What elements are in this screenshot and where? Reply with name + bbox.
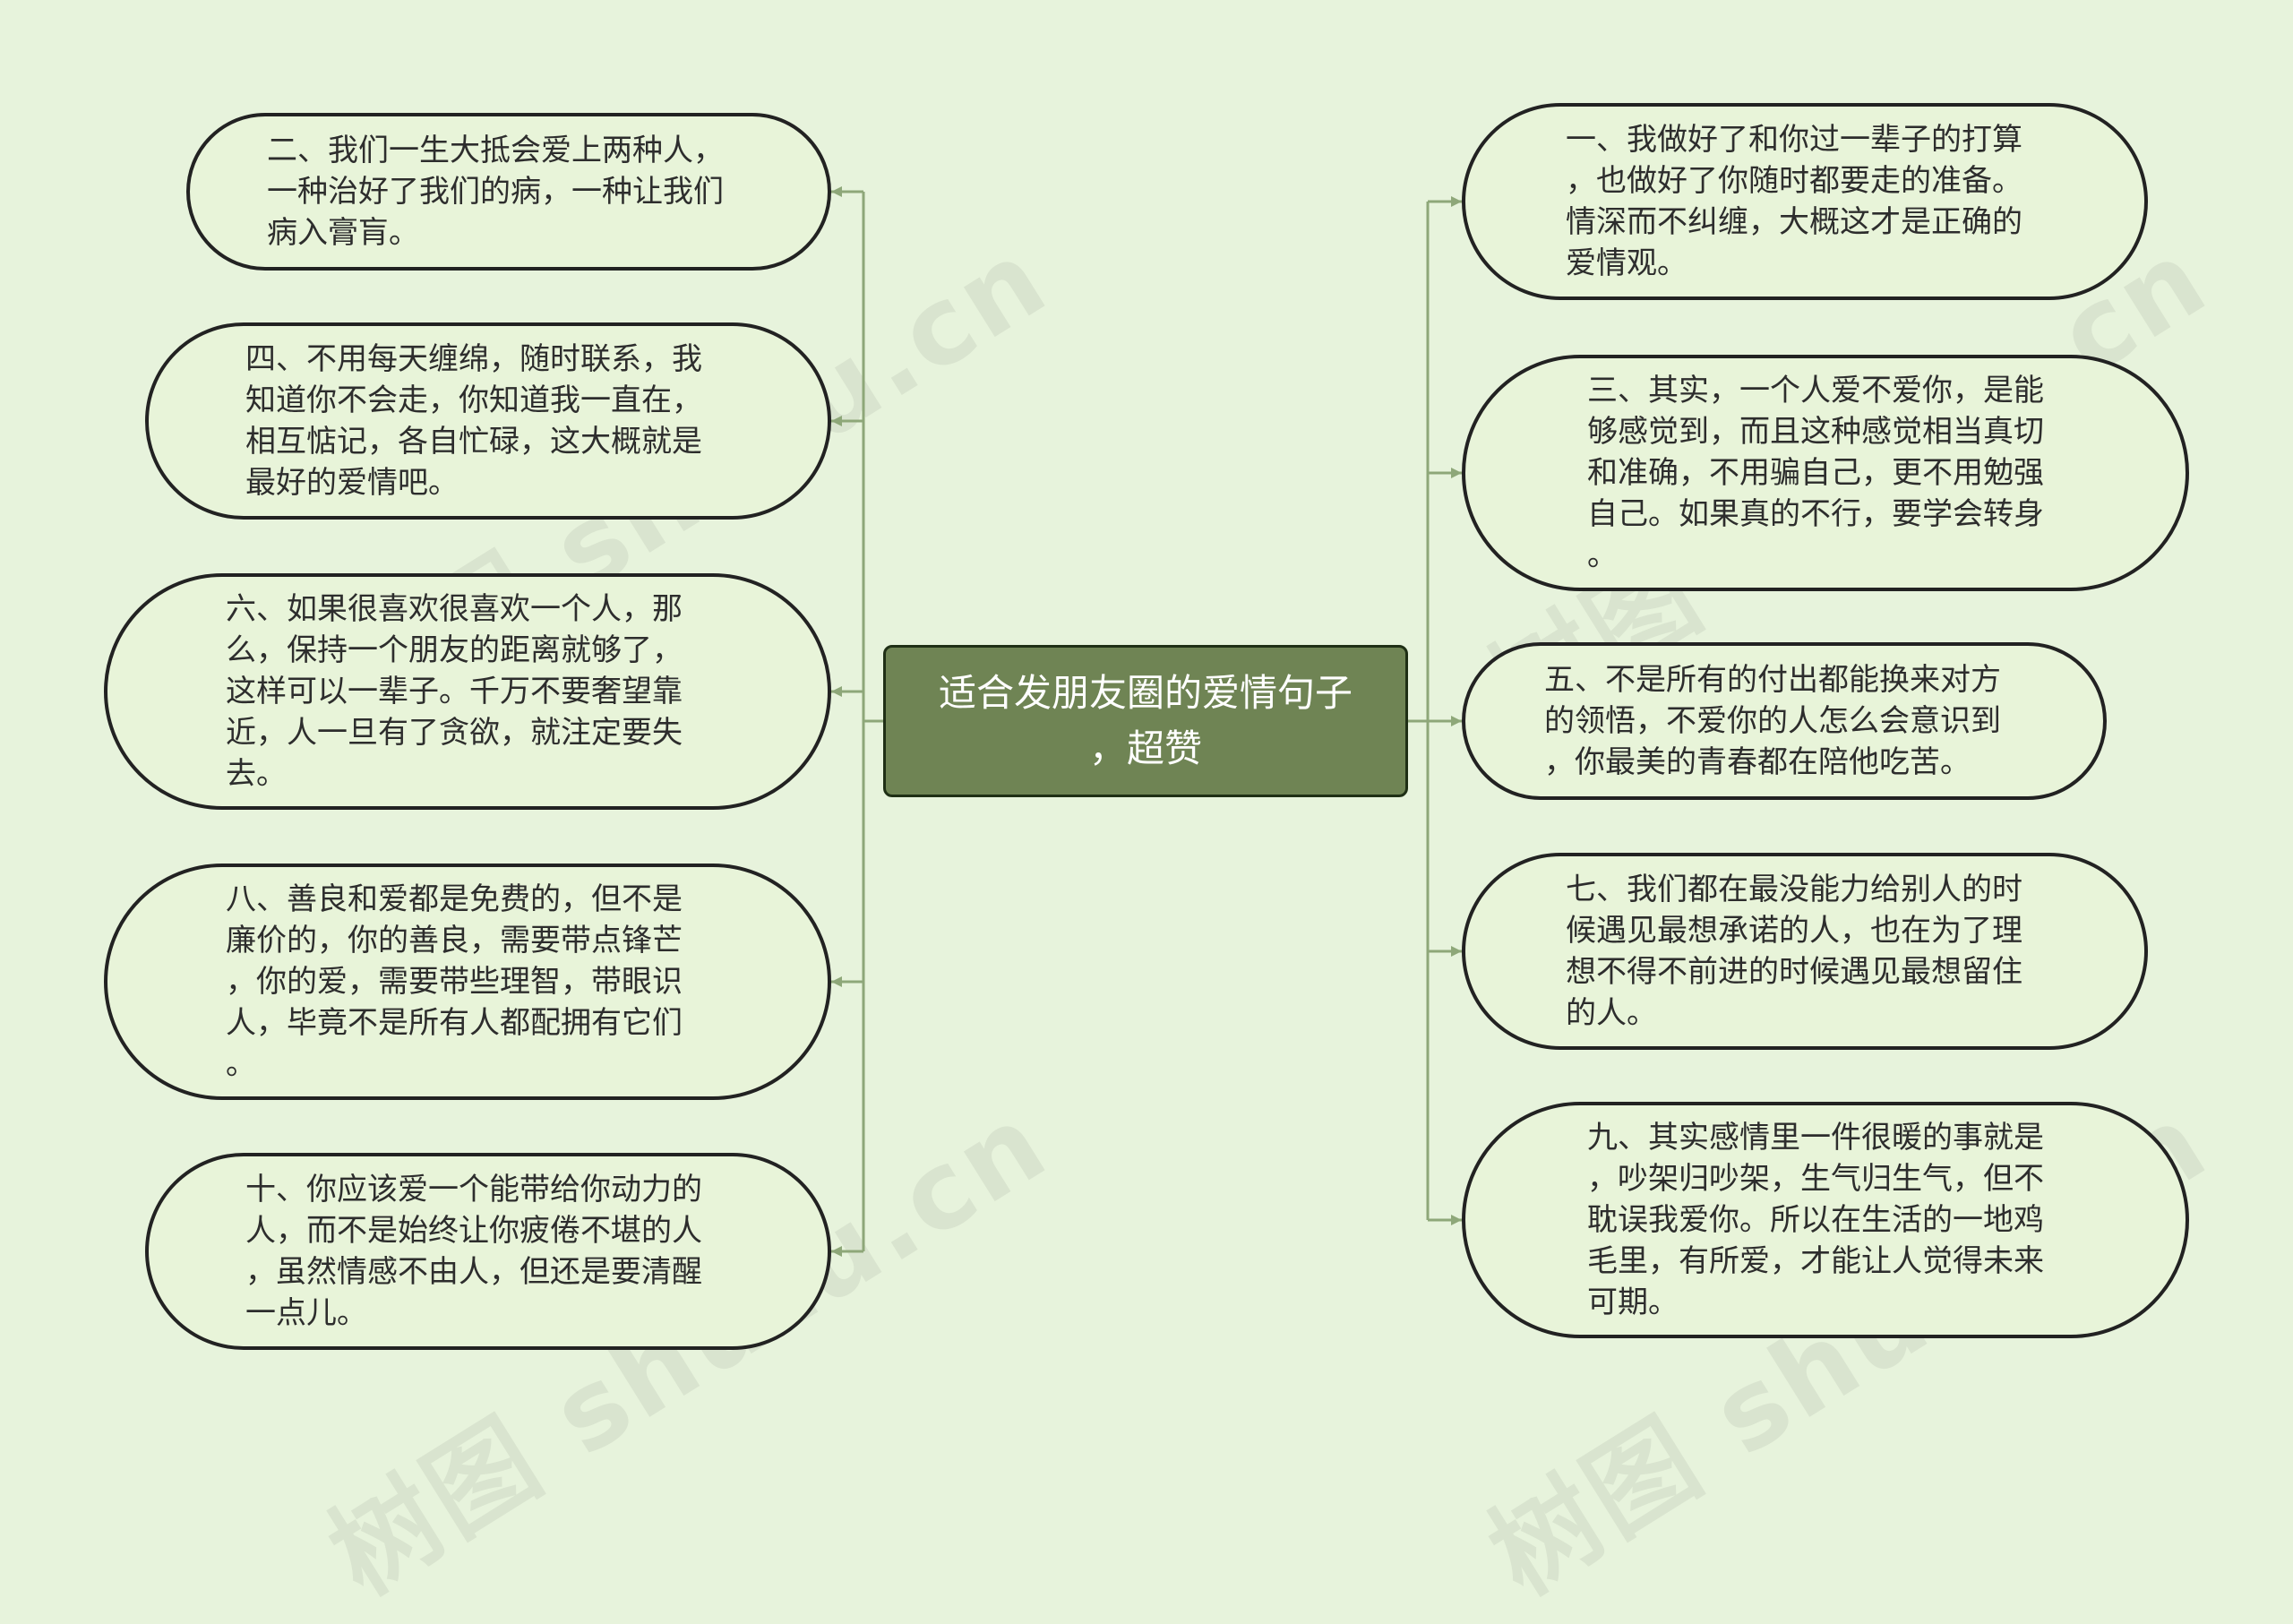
right-node-5[interactable]: 五、不是所有的付出都能换来对方 的领悟，不爱你的人怎么会意识到 ，你最美的青春都… <box>1462 642 2107 800</box>
central-topic-title: 适合发朋友圈的爱情句子 ，超赞 <box>938 671 1353 770</box>
left-node-8[interactable]: 八、善良和爱都是免费的，但不是 廉价的，你的善良，需要带点锋芒 ，你的爱，需要带… <box>104 864 831 1100</box>
left-node-2-text: 二、我们一生大抵会爱上两种人， 一种治好了我们的病，一种让我们 病入膏肓。 <box>267 133 724 251</box>
left-arrow-5 <box>831 1246 842 1257</box>
left-node-6-text: 六、如果很喜欢很喜欢一个人，那 么，保持一个朋友的距离就够了， 这样可以一辈子。… <box>226 591 683 792</box>
right-node-1-text: 一、我做好了和你过一辈子的打算 ，也做好了你随时都要走的准备。 情深而不纠缠，大… <box>1566 122 2022 281</box>
left-node-10[interactable]: 十、你应该爱一个能带给你动力的 人，而不是始终让你疲倦不堪的人 ，虽然情感不由人… <box>145 1153 831 1350</box>
right-node-1[interactable]: 一、我做好了和你过一辈子的打算 ，也做好了你随时都要走的准备。 情深而不纠缠，大… <box>1462 103 2148 300</box>
right-arrow-4 <box>1451 946 1462 957</box>
left-arrow-3 <box>831 686 842 697</box>
right-node-7-text: 七、我们都在最没能力给别人的时 候遇见最想承诺的人，也在为了理 想不得不前进的时… <box>1566 872 2022 1031</box>
left-node-6[interactable]: 六、如果很喜欢很喜欢一个人，那 么，保持一个朋友的距离就够了， 这样可以一辈子。… <box>104 573 831 810</box>
right-node-9-text: 九、其实感情里一件很暖的事就是 ，吵架归吵架，生气归生气，但不 耽误我爱你。所以… <box>1587 1120 2044 1320</box>
left-node-10-text: 十、你应该爱一个能带给你动力的 人，而不是始终让你疲倦不堪的人 ，虽然情感不由人… <box>245 1172 702 1331</box>
right-arrow-5 <box>1451 1215 1462 1225</box>
mind-map-canvas: 树图 shutu.cn 树图 shutu.cn 树图 shutu.cn 树图 s… <box>104 103 2229 1619</box>
right-arrow-3 <box>1451 716 1462 726</box>
right-arrow-1 <box>1451 196 1462 207</box>
left-node-8-text: 八、善良和爱都是免费的，但不是 廉价的，你的善良，需要带点锋芒 ，你的爱，需要带… <box>226 881 683 1082</box>
right-arrow-2 <box>1451 468 1462 478</box>
left-arrow-2 <box>831 416 842 426</box>
left-node-2[interactable]: 二、我们一生大抵会爱上两种人， 一种治好了我们的病，一种让我们 病入膏肓。 <box>186 113 831 271</box>
left-node-4[interactable]: 四、不用每天缠绵，随时联系，我 知道你不会走，你知道我一直在， 相互惦记，各自忙… <box>145 322 831 520</box>
right-node-7[interactable]: 七、我们都在最没能力给别人的时 候遇见最想承诺的人，也在为了理 想不得不前进的时… <box>1462 853 2148 1050</box>
connector-lines <box>831 186 1462 1257</box>
right-node-9[interactable]: 九、其实感情里一件很暖的事就是 ，吵架归吵架，生气归生气，但不 耽误我爱你。所以… <box>1462 1102 2189 1338</box>
right-node-5-text: 五、不是所有的付出都能换来对方 的领悟，不爱你的人怎么会意识到 ，你最美的青春都… <box>1544 662 2001 780</box>
left-arrow-1 <box>831 186 842 197</box>
central-topic[interactable]: 适合发朋友圈的爱情句子 ，超赞 <box>883 645 1408 797</box>
left-arrow-4 <box>831 976 842 987</box>
right-node-3[interactable]: 三、其实，一个人爱不爱你，是能 够感觉到，而且这种感觉相当真切 和准确，不用骗自… <box>1462 355 2189 591</box>
left-node-4-text: 四、不用每天缠绵，随时联系，我 知道你不会走，你知道我一直在， 相互惦记，各自忙… <box>245 341 702 501</box>
right-node-3-text: 三、其实，一个人爱不爱你，是能 够感觉到，而且这种感觉相当真切 和准确，不用骗自… <box>1587 373 2044 573</box>
